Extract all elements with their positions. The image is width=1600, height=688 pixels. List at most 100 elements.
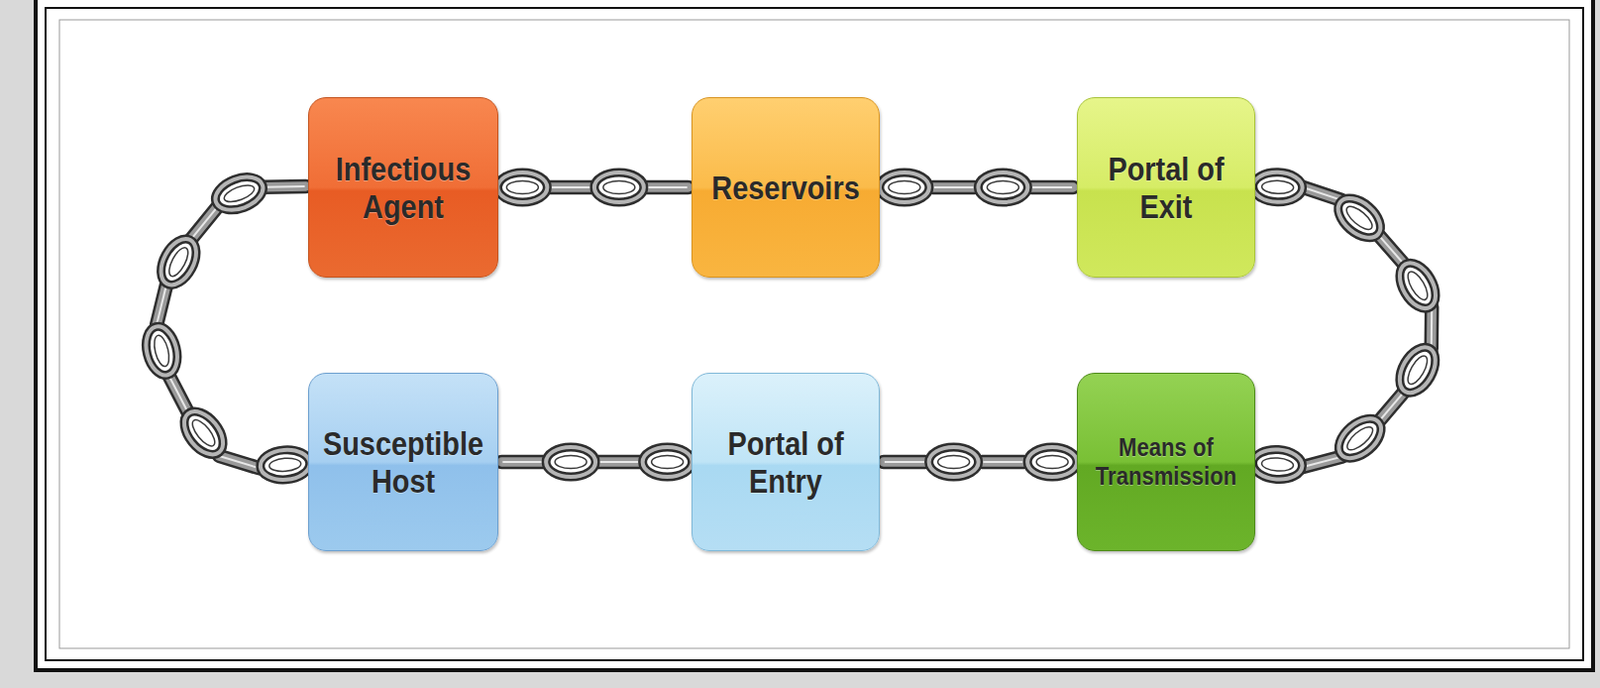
link-outline [141,322,183,379]
chain-connector [141,170,313,481]
link-shine [1379,391,1405,422]
link-shine [1032,186,1072,189]
link-shine [502,460,542,463]
chain-link-side [1025,181,1079,194]
chain-link-oval [977,172,1028,203]
chain-link-oval [211,170,268,216]
link-body [640,181,695,194]
panel-border [59,19,1570,648]
link-shine [1378,234,1404,265]
link-shine [1430,308,1433,348]
link-shine [1302,456,1342,467]
chain-connector [877,446,1077,477]
link-metal [642,446,693,477]
chain-connector [1252,171,1444,481]
link-hole [1343,202,1377,233]
chain-link-oval [1391,256,1443,315]
link-outline [1027,446,1077,477]
link-metal [141,322,183,379]
link-shine [169,376,188,413]
chain-link-oval [176,404,231,462]
link-hole [1403,352,1431,387]
link-outline [545,446,596,477]
link-hole [165,244,193,279]
chain-link-side [975,455,1030,468]
outer-border [35,0,1594,670]
link-outline [1252,171,1303,203]
link-body [592,455,646,468]
link-metal [545,446,596,477]
box-label: Reservoirs [701,168,870,207]
link-metal [153,232,204,291]
box-label: Means of Transmission [1081,432,1251,491]
chain-link-oval [879,172,930,203]
link-shine [884,460,925,463]
chain-link-oval [545,446,596,477]
chain-link-oval [1027,446,1077,477]
link-hole [986,181,1019,195]
chain-box: Infectious Agent [308,97,499,278]
link-body [543,181,598,194]
box-label: Susceptible Host [319,424,488,500]
link-shine [982,460,1023,463]
link-outline [1391,340,1443,399]
link-shine [647,186,688,189]
chain-link-side [640,181,695,194]
link-outline [1252,447,1304,481]
link-hole [1036,454,1068,468]
chain-link-oval [1391,340,1443,399]
link-outline [594,172,644,203]
chain-box: Portal of Exit [1076,97,1256,278]
chain-link-oval [594,172,644,203]
link-shine [219,455,258,468]
link-metal [1252,447,1304,481]
link-outline [929,446,979,477]
link-metal [977,172,1028,203]
link-outline [259,447,312,482]
link-hole [938,455,970,469]
link-metal [211,170,268,216]
link-outline [497,172,547,203]
chain-connector [495,446,692,477]
link-hole [554,455,587,469]
link-body [877,455,932,468]
link-shine [191,208,216,239]
link-metal [1027,446,1077,477]
chain-link-side [495,455,549,468]
link-hole [1261,180,1293,195]
chain-path [1255,187,1432,465]
chain-connector [879,172,1079,203]
chain-box: Means of Transmission [1076,372,1256,551]
link-metal [1391,256,1443,315]
chain-link-side [543,181,598,194]
link-metal [929,446,979,477]
box-label: Portal of Entry [701,424,870,500]
link-metal [594,172,644,203]
link-metal [1391,340,1443,399]
link-shine [599,460,640,463]
chain-link-oval [642,446,693,477]
link-outline [1330,190,1387,245]
link-outline [977,172,1028,203]
link-outline [153,232,204,291]
link-outline [642,446,693,477]
link-hole [221,182,257,206]
link-hole [603,181,636,195]
chain-box: Susceptible Host [308,372,499,551]
chain-link-oval [259,447,312,482]
link-body [495,455,549,468]
chain-link-oval [1252,447,1304,481]
link-metal [176,404,231,462]
box-label: Infectious Agent [319,149,488,225]
link-metal [879,172,930,203]
chain-path [158,186,309,465]
chain-connector [497,172,694,203]
link-shine [265,185,306,189]
link-hole [151,333,172,368]
link-metal [1330,190,1387,245]
chain-link-side [592,455,646,468]
link-outline [211,170,268,216]
box-label: Portal of Exit [1081,149,1251,225]
chain-box: Reservoirs [691,97,880,278]
